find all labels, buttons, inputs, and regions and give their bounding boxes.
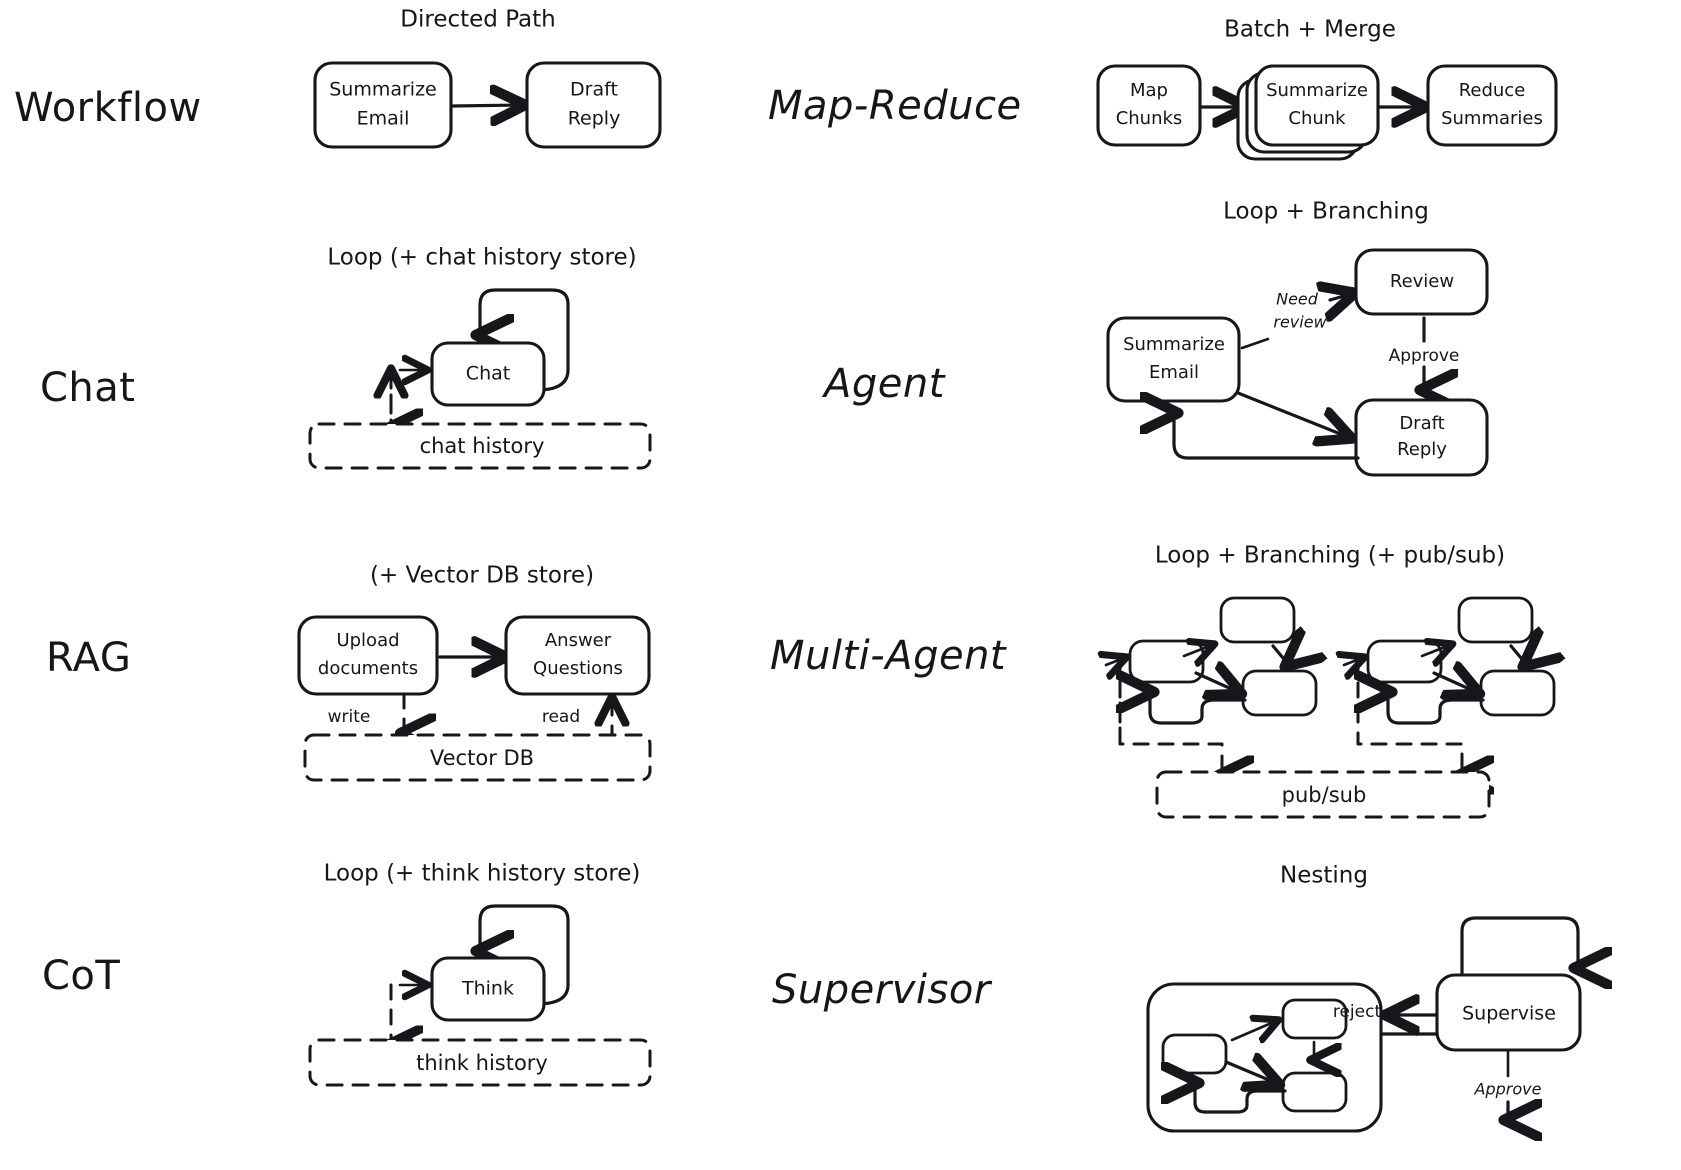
node-label: Questions [533,658,623,679]
store-pubsub: pub/sub [1155,770,1491,819]
store-label: chat history [420,434,545,458]
column-title-directed-path: Directed Path [400,7,555,33]
edge-label-write: write [328,707,371,727]
node-sup-inner-left[interactable] [1161,1033,1228,1075]
edge-draft-back-to-summarize [1174,413,1360,460]
node-agent-draft-reply[interactable]: Draft Reply [1354,398,1489,477]
column-title-loop-branching-pubsub: Loop + Branching (+ pub/sub) [1155,543,1505,569]
column-title-loop-chat: Loop (+ chat history store) [327,245,636,271]
edge-ma-a-left-to-top [1182,645,1212,656]
edge-ma-a-left-to-right [1194,673,1238,692]
store-think-history: think history [308,1038,652,1087]
edge-ma-a-to-pubsub [1118,656,1222,775]
edge-ma-b-right-back-to-left [1388,692,1485,725]
edge-ma-b-left-to-top [1420,645,1450,656]
node-label: documents [318,658,418,679]
column-title-loop-branching: Loop + Branching [1223,199,1429,225]
column-title-loop-think: Loop (+ think history store) [324,861,641,887]
column-title-vector-db: (+ Vector DB store) [370,563,594,589]
node-chat[interactable]: Chat [430,341,546,407]
row-label-map-reduce: Map-Reduce [768,83,1022,129]
node-label: Summarize [329,79,437,101]
node-label: Email [357,108,410,130]
edge-sup-bottom-back-to-left [1195,1083,1287,1114]
node-supervise[interactable]: Supervise [1435,973,1582,1052]
node-sup-inner-top[interactable] [1281,998,1348,1040]
row-label-cot: CoT [42,953,120,999]
node-ma-a-right[interactable] [1241,669,1318,717]
node-label: Upload [336,630,399,651]
node-ma-b-right[interactable] [1479,669,1556,717]
node-label: Summarize [1266,80,1368,101]
node-label: Think [461,978,514,1000]
edge-label-review: review [1273,313,1327,332]
row-label-multi-agent: Multi-Agent [770,633,1007,679]
node-think[interactable]: Think [430,956,546,1022]
row-label-supervisor: Supervisor [772,967,993,1013]
node-answer-questions[interactable]: Answer Questions [504,615,651,696]
edge-summarize-to-draft-agent [1236,391,1348,437]
column-title-batch-merge: Batch + Merge [1224,17,1396,43]
node-draft-reply[interactable]: Draft Reply [525,61,662,149]
node-label: Chat [466,363,510,385]
edge-label-approve: Approve [1389,346,1460,366]
supervisor-nested-group [1146,982,1383,1133]
edge-ma-b-top-to-right [1509,646,1526,664]
store-label: pub/sub [1282,783,1367,807]
node-ma-a-left[interactable] [1128,639,1205,684]
node-label: Supervise [1462,1003,1556,1025]
node-ma-a-top[interactable] [1219,596,1296,644]
node-ma-b-top[interactable] [1457,596,1534,644]
row-label-workflow: Workflow [14,85,202,131]
edge-label-reject: reject [1333,1002,1382,1022]
edge-ma-b-to-pubsub [1356,656,1462,775]
edge-sup-left-to-bottom [1224,1062,1276,1083]
edge-ma-a-top-to-right [1271,646,1288,664]
row-label-chat: Chat [40,365,135,411]
store-chat-history: chat history [308,422,652,470]
node-ma-b-left[interactable] [1366,639,1443,684]
node-upload-documents[interactable]: Upload documents [297,615,439,696]
node-label: Reply [1397,439,1447,460]
edge-label-read: read [542,707,580,727]
store-label: think history [416,1051,548,1075]
node-label: Summaries [1441,108,1543,129]
node-label: Reduce [1459,80,1526,101]
edge-summarize-to-draft [451,105,521,106]
edge-think-self-loop [480,904,570,1006]
edge-need-review-stub [1240,337,1270,350]
row-label-agent: Agent [821,361,946,407]
node-label: Summarize [1123,334,1225,355]
node-summarize-chunk-stack[interactable]: Summarize Chunk [1236,64,1380,161]
multiagent-cluster-b [1344,596,1556,775]
edge-label-approve-supervisor: Approve [1474,1080,1542,1099]
node-label: Review [1390,271,1454,292]
column-title-nesting: Nesting [1280,863,1368,889]
node-label: Email [1149,362,1199,383]
edge-sup-left-to-top [1230,1021,1276,1040]
node-reduce-summaries[interactable]: Reduce Summaries [1426,64,1558,147]
edge-to-review [1330,294,1351,300]
node-summarize-email[interactable]: Summarize Email [313,61,453,149]
multiagent-cluster-a [1106,596,1318,775]
node-label: Map [1130,80,1168,101]
node-label: Chunks [1116,108,1183,129]
edge-ma-a-right-back-to-left [1150,692,1247,725]
edge-chat-self-loop [480,288,570,392]
edge-label-need: Need [1276,290,1319,309]
node-map-chunks[interactable]: Map Chunks [1096,64,1202,147]
row-label-rag: RAG [46,635,131,681]
store-label: Vector DB [430,746,534,770]
node-sup-inner-bottom[interactable] [1281,1071,1348,1113]
node-label: Reply [568,108,621,130]
edge-ma-b-left-to-right [1432,673,1476,692]
node-label: Draft [570,79,618,101]
node-label: Answer [545,630,612,651]
node-review[interactable]: Review [1354,248,1489,316]
node-agent-summarize-email[interactable]: Summarize Email [1106,316,1241,403]
node-label: Draft [1399,413,1444,434]
store-vector-db: Vector DB [303,733,652,782]
node-label: Chunk [1288,108,1346,129]
